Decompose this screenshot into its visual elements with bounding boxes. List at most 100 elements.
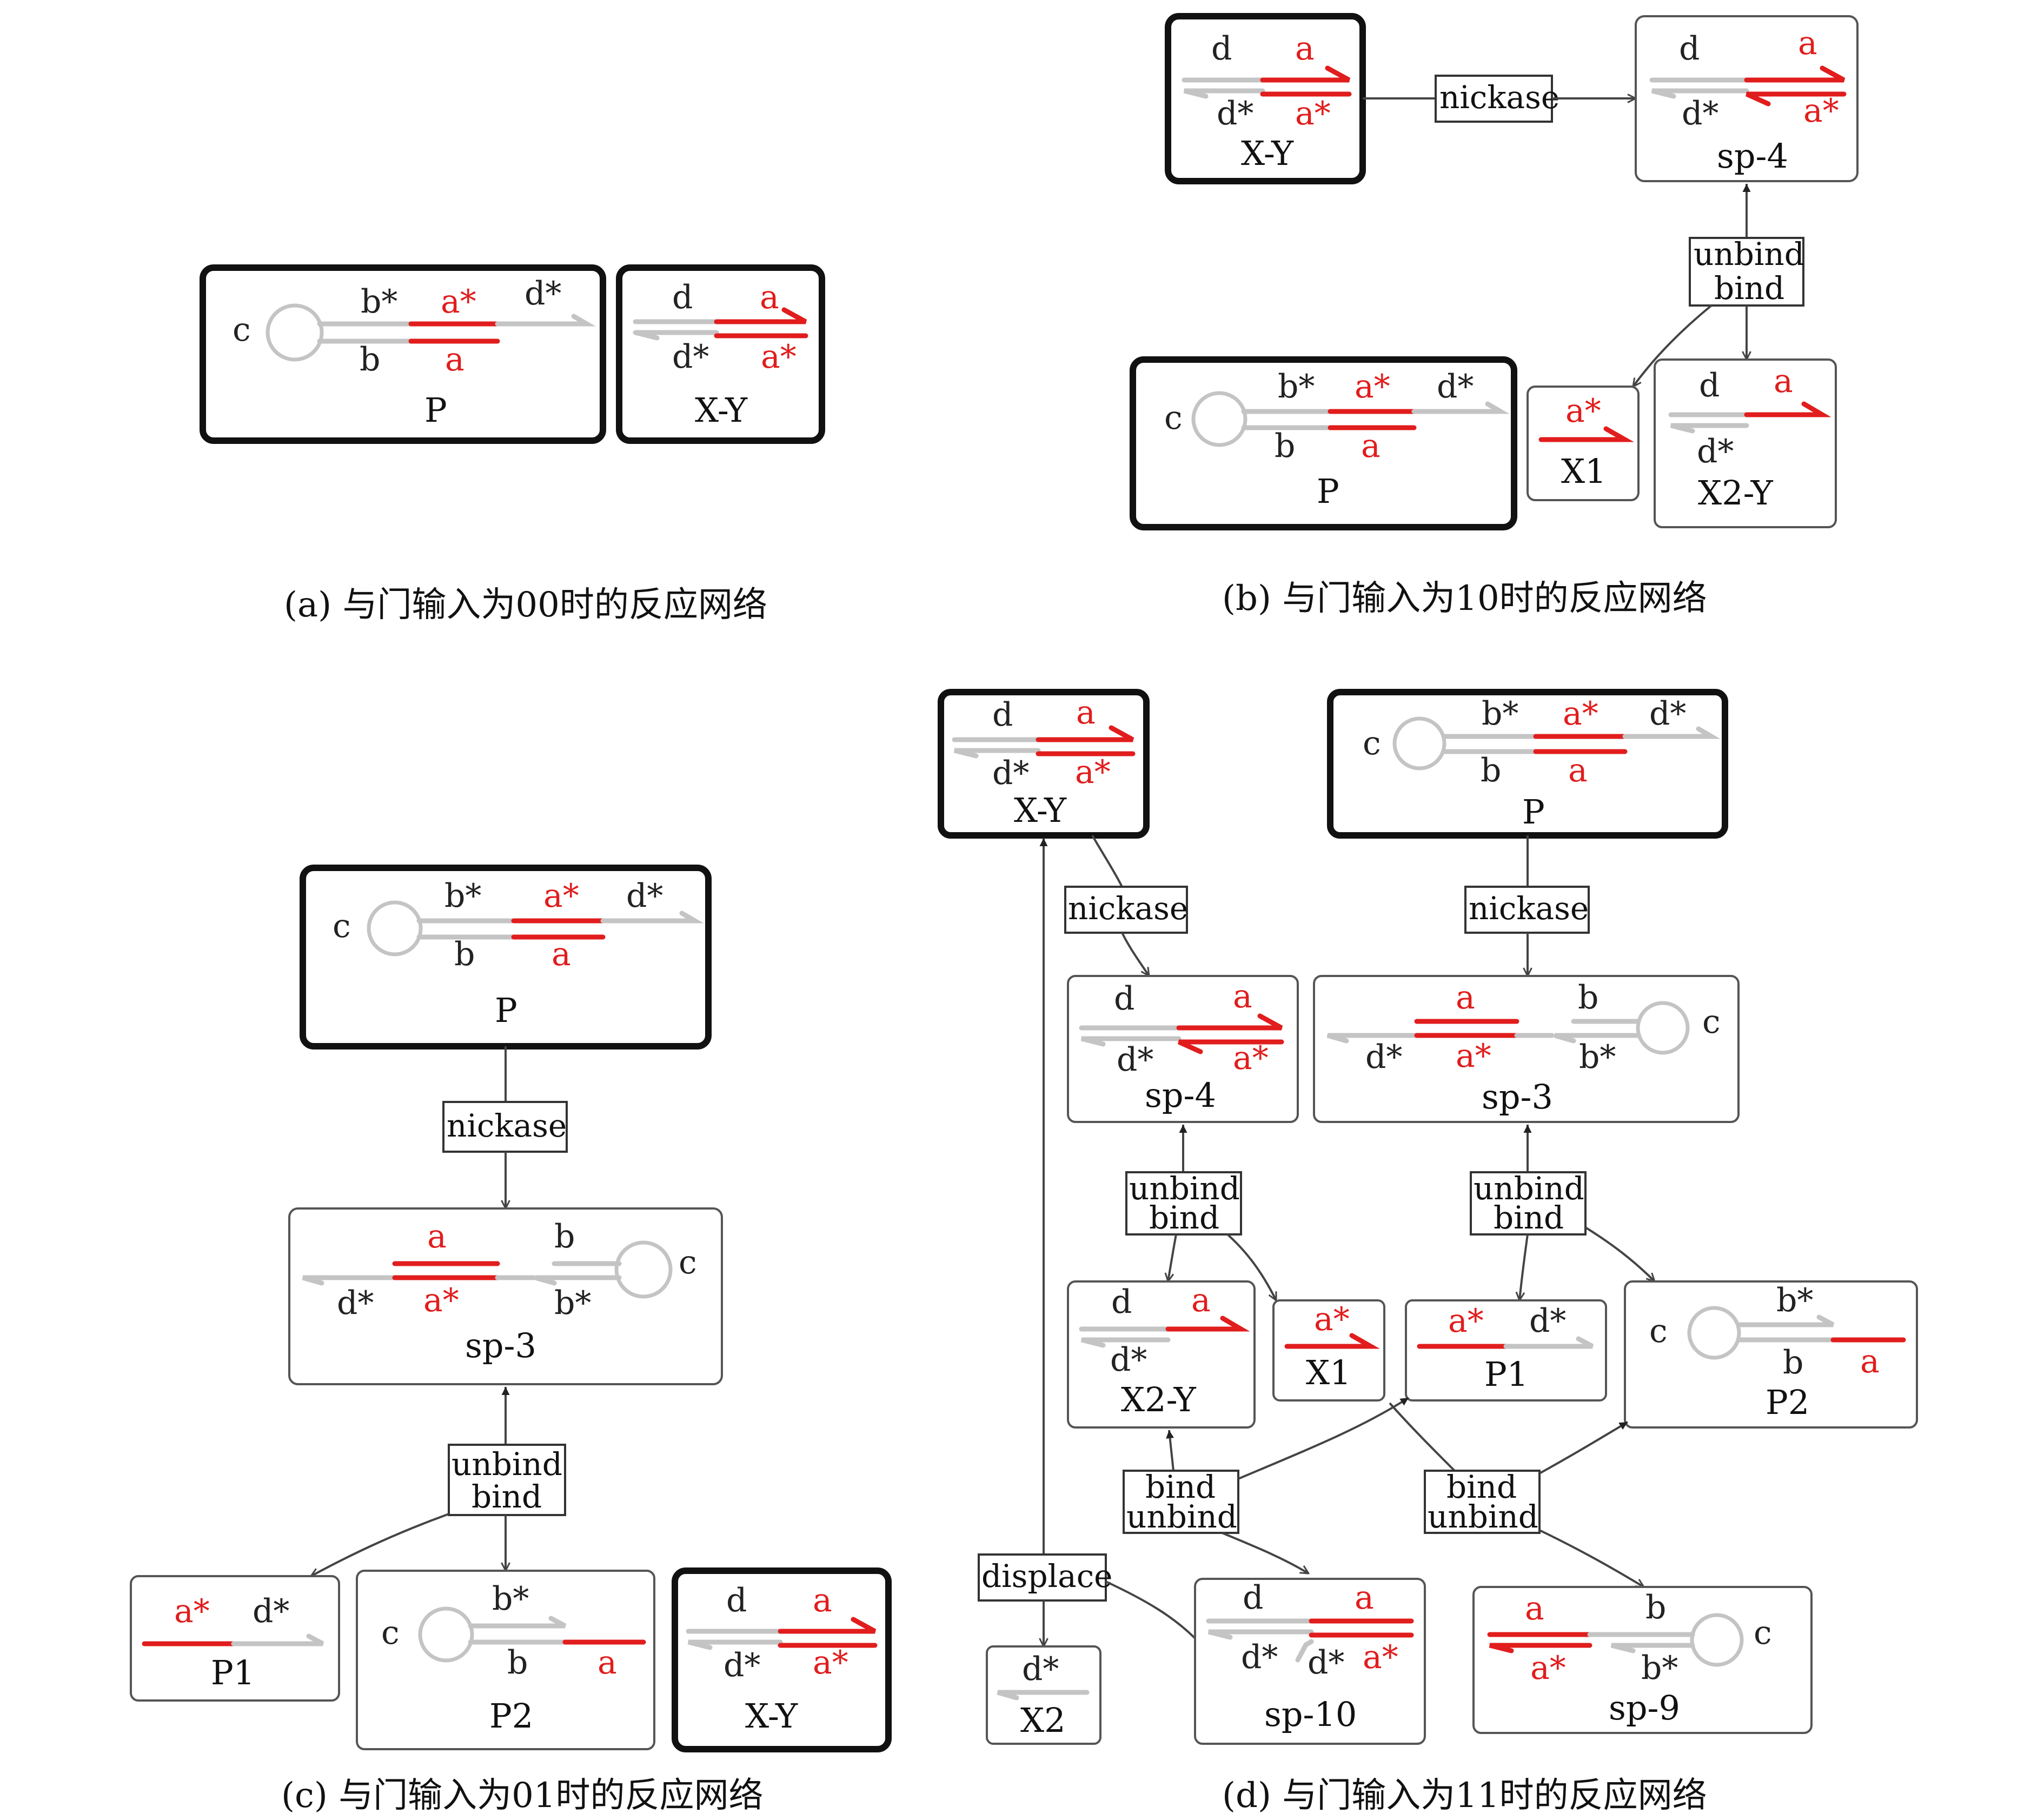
svg-text:a*: a* [543,877,579,915]
svg-text:d*: d* [626,877,663,915]
svg-text:d*: d* [1117,1041,1153,1079]
domain-a-star: a* [1803,92,1839,130]
svg-text:unbind: unbind [1126,1498,1237,1535]
svg-text:X1: X1 [1306,1353,1351,1392]
panel-d: d a d* a* X-Y c b* a* d* b a P nickase [938,689,1918,1816]
domain-d-star: d* [1217,95,1253,132]
svg-text:d: d [1243,1579,1263,1617]
domain-d: d [1211,30,1232,68]
svg-text:nickase: nickase [1469,890,1589,927]
svg-text:b*: b* [492,1580,529,1618]
domain-a: a [760,278,779,316]
svg-text:b: b [1481,752,1501,789]
svg-text:a*: a* [1355,368,1390,406]
svg-text:X1: X1 [1561,451,1607,491]
caption-c: (c) 与门输入为01时的反应网络 [281,1776,764,1816]
svg-text:b*: b* [1482,695,1518,733]
svg-text:a*: a* [1530,1649,1566,1687]
species-P-d: c b* a* d* b a P [1327,689,1728,839]
svg-text:c: c [1649,1312,1668,1350]
species-P1-d: a* d* P1 [1405,1299,1607,1401]
svg-text:d*: d* [1697,433,1734,470]
svg-text:a*: a* [1363,1638,1398,1676]
svg-text:displace: displace [981,1558,1113,1595]
species-P-c: c b* a* d* b a P [300,865,712,1050]
svg-text:nickase: nickase [447,1107,567,1144]
svg-text:a*: a* [1563,695,1598,733]
svg-text:X2-Y: X2-Y [1121,1380,1197,1419]
reaction-unbind-bind-b: unbind bind [1689,236,1804,307]
svg-text:d*: d* [1529,1302,1566,1340]
svg-text:unbind: unbind [1129,1170,1240,1207]
species-name: X-Y [1241,134,1294,173]
svg-text:b: b [454,935,475,973]
reaction-unbind-bind-d-left: unbind bind [1125,1170,1242,1236]
svg-text:a: a [1456,979,1475,1017]
svg-text:a*: a* [174,1592,210,1630]
svg-text:a: a [552,935,571,973]
caption-a: (a) 与门输入为00时的反应网络 [284,585,767,625]
svg-text:P: P [1522,792,1545,832]
species-sp10-d: d a d* d* a* sp-10 [1194,1578,1426,1745]
svg-text:c: c [679,1244,697,1281]
svg-text:X-Y: X-Y [1014,791,1067,830]
svg-text:P2: P2 [489,1696,533,1736]
reaction-displace-d: displace [978,1553,1113,1602]
svg-text:d: d [992,696,1013,734]
domain-a-star: a* [441,283,476,321]
species-X2-d: d* X2 [986,1645,1101,1745]
species-name: X-Y [695,390,748,430]
svg-text:c: c [333,907,351,945]
svg-text:bind: bind [1714,270,1784,307]
species-sp4-b: d a d* a* sp-4 [1635,15,1859,182]
svg-text:P1: P1 [211,1653,255,1692]
svg-text:d*: d* [1649,695,1686,733]
reaction-nickase-c: nickase [442,1101,568,1153]
reaction-nickase-d-right: nickase [1464,886,1590,934]
svg-text:b*: b* [1641,1649,1678,1687]
svg-text:a: a [1355,1579,1374,1617]
svg-text:d*: d* [724,1646,760,1684]
species-P2-d: c b* b a P2 [1624,1280,1918,1429]
species-name: P [424,390,447,430]
svg-text:a*: a* [1233,1039,1269,1077]
svg-text:unbind: unbind [1694,236,1804,273]
domain-c: c [233,311,251,349]
svg-text:unbind: unbind [1428,1498,1538,1535]
domain-d: d [672,278,693,316]
svg-text:a*: a* [1456,1037,1491,1075]
svg-text:d*: d* [1110,1341,1147,1379]
reaction-bind-unbind-d-right: bind unbind [1424,1469,1541,1535]
svg-text:P: P [495,991,517,1030]
reaction-nickase-b: nickase [1435,75,1559,123]
svg-text:a: a [1233,978,1252,1015]
domain-a-star: a* [761,338,797,376]
svg-text:a: a [1525,1590,1544,1628]
species-P-b: c b* a* d* b a P [1130,356,1517,530]
svg-text:a: a [1361,427,1381,465]
svg-text:sp-4: sp-4 [1145,1075,1216,1115]
species-XY-d: d a d* a* X-Y [938,689,1150,839]
reaction-unbind-bind-d-right: unbind bind [1470,1170,1587,1236]
species-XY-c: d a d* a* X-Y [672,1567,892,1752]
svg-text:bind: bind [1494,1199,1564,1236]
svg-text:unbind: unbind [452,1446,562,1483]
domain-a: a [1798,24,1817,62]
svg-text:bind: bind [1149,1199,1219,1236]
svg-text:a*: a* [423,1281,459,1319]
svg-text:a: a [1076,694,1096,732]
domain-a-star: a* [1295,95,1331,132]
svg-text:c: c [1363,725,1381,762]
svg-text:b: b [1645,1589,1666,1626]
svg-text:b*: b* [444,877,481,915]
svg-text:a*: a* [813,1644,848,1682]
svg-text:d*: d* [1437,368,1474,406]
svg-text:P2: P2 [1766,1383,1809,1422]
svg-text:b: b [507,1644,528,1682]
svg-text:b*: b* [1579,1038,1616,1076]
svg-text:X-Y: X-Y [745,1696,798,1736]
svg-text:d*: d* [1308,1644,1344,1682]
species-XY-a: d a d* a* X-Y [616,264,825,444]
svg-text:sp-9: sp-9 [1609,1688,1680,1728]
